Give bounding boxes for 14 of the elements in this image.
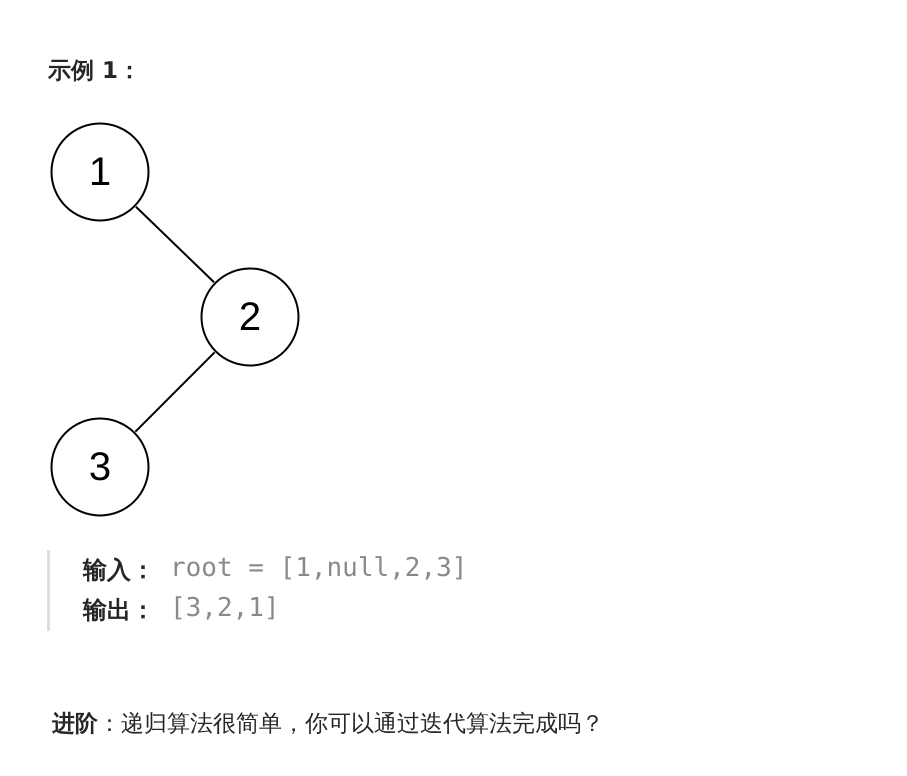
input-value: root = [1,null,2,3] [170, 553, 468, 583]
node-label: 1 [88, 150, 112, 194]
input-label: 输入： [83, 555, 155, 586]
tree-node-circle [50, 417, 150, 517]
tree-edge [134, 352, 216, 432]
tree-node-circle [50, 122, 150, 222]
output-value: [3,2,1] [170, 593, 280, 623]
node-label: 2 [238, 294, 262, 340]
tree-edge [135, 206, 215, 283]
follow-up-question: 进阶：递归算法很简单，你可以通过迭代算法完成吗？ [52, 710, 604, 739]
node-label: 3 [88, 444, 112, 490]
heading: 示例 1： [48, 57, 142, 86]
output-label: 输出： [83, 595, 155, 626]
tree-node-circle [200, 267, 300, 367]
